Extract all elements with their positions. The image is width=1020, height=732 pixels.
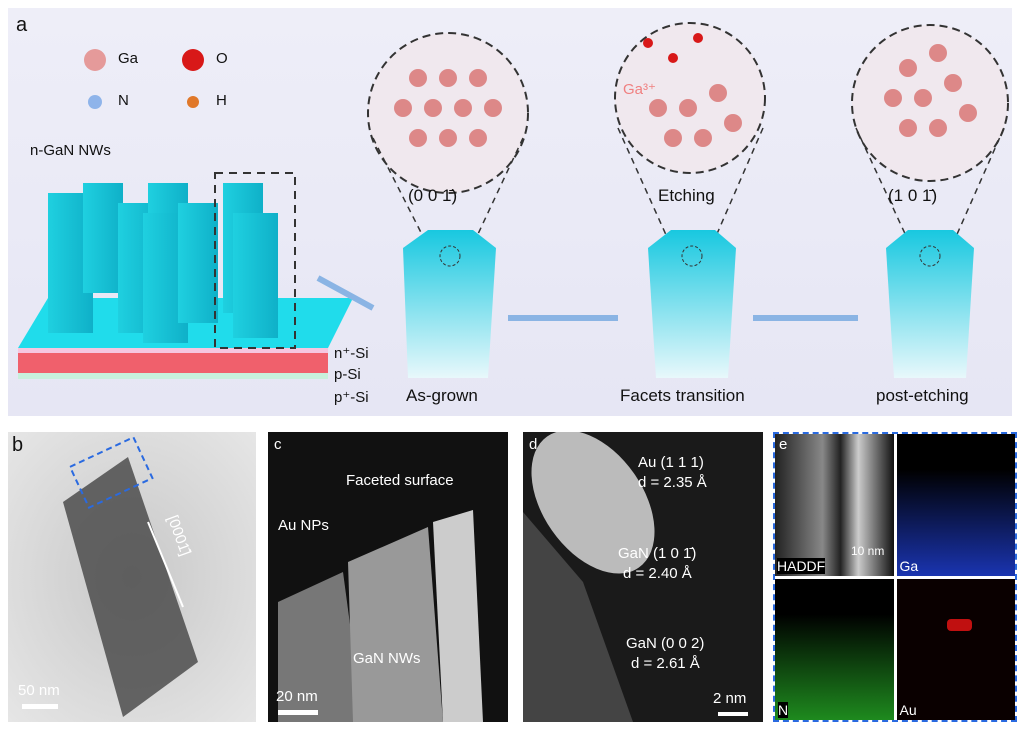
h-atom-icon <box>187 96 199 108</box>
scale-bar-e: 10 nm <box>851 544 885 558</box>
faceted-surface-label: Faceted surface <box>346 472 454 489</box>
caption-post-etching: post-etching <box>876 386 969 405</box>
gan-101-plane: GaN (1 0 1̄) <box>618 545 697 562</box>
facet-101: (1 0 1̄) <box>888 186 938 205</box>
ga-atom-icon <box>84 49 106 71</box>
au-111-d: d = 2.35 Å <box>638 474 707 491</box>
panel-d-hrtem: d Au (1 1 1) d = 2.35 Å GaN (1 0 1̄) d =… <box>523 432 763 722</box>
au-nps-label: Au NPs <box>278 517 329 534</box>
panel-letter-b: b <box>12 434 24 456</box>
scale-bar-c: 20 nm <box>276 688 318 705</box>
caption-facets-transition: Facets transition <box>620 386 745 405</box>
legend-o: O <box>216 50 228 67</box>
map-haddf: e 10 nm HADDF <box>775 434 894 576</box>
legend-ga: Ga <box>118 50 139 67</box>
n-atom-icon <box>88 95 102 109</box>
facet-001: (0 0 1̄) <box>408 186 458 205</box>
map-label-n: N <box>778 702 789 718</box>
map-au: Au <box>896 578 1015 720</box>
panel-b-tem: b [0001̄] 50 nm <box>8 432 256 722</box>
scale-bar-d: 2 nm <box>713 690 747 707</box>
selection-box <box>214 172 296 349</box>
schematic-drawing <box>18 22 1009 379</box>
legend-h: H <box>216 92 227 109</box>
panel-letter-e: e <box>779 436 788 453</box>
map-ga: Ga <box>896 434 1015 576</box>
gan-101-d: d = 2.40 Å <box>623 565 692 582</box>
gan-002-plane: GaN (0 0 2) <box>626 635 705 652</box>
layer-n-si: n⁺-Si <box>334 345 369 362</box>
panel-letter-a: a <box>16 14 28 36</box>
o-atom-icon <box>182 49 204 71</box>
layer-p-plus-si: p⁺-Si <box>334 389 369 406</box>
single-nanowires <box>403 230 974 378</box>
au-111-plane: Au (1 1 1) <box>638 454 704 471</box>
nanowire-array <box>48 183 278 343</box>
gan-002-d: d = 2.61 Å <box>631 655 700 672</box>
nw-label: n-GaN NWs <box>30 142 111 159</box>
map-n: N <box>775 578 894 720</box>
process-arrows <box>316 275 858 321</box>
panel-a-schematic: a Ga O N H n-GaN NWs n⁺-Si p-Si p⁺-Si (0… <box>8 8 1012 416</box>
panel-letter-d: d <box>529 436 538 453</box>
panel-letter-c: c <box>274 436 282 453</box>
caption-as-grown: As-grown <box>406 386 478 405</box>
gan-nws-label: GaN NWs <box>353 650 421 667</box>
panel-e-eds-maps: e 10 nm HADDF Ga N Au <box>773 432 1017 722</box>
legend-n: N <box>118 92 129 109</box>
scale-bar-b: 50 nm <box>18 682 60 699</box>
panel-c-haadf: c Faceted surface Au NPs GaN NWs 20 nm <box>268 432 508 722</box>
map-label-au: Au <box>899 702 917 718</box>
ga-ion-label: Ga³⁺ <box>623 81 656 98</box>
map-label-haddf: HADDF <box>777 557 826 574</box>
layer-p-si: p-Si <box>334 366 361 383</box>
map-label-ga: Ga <box>899 557 919 574</box>
etching-label: Etching <box>658 186 715 205</box>
